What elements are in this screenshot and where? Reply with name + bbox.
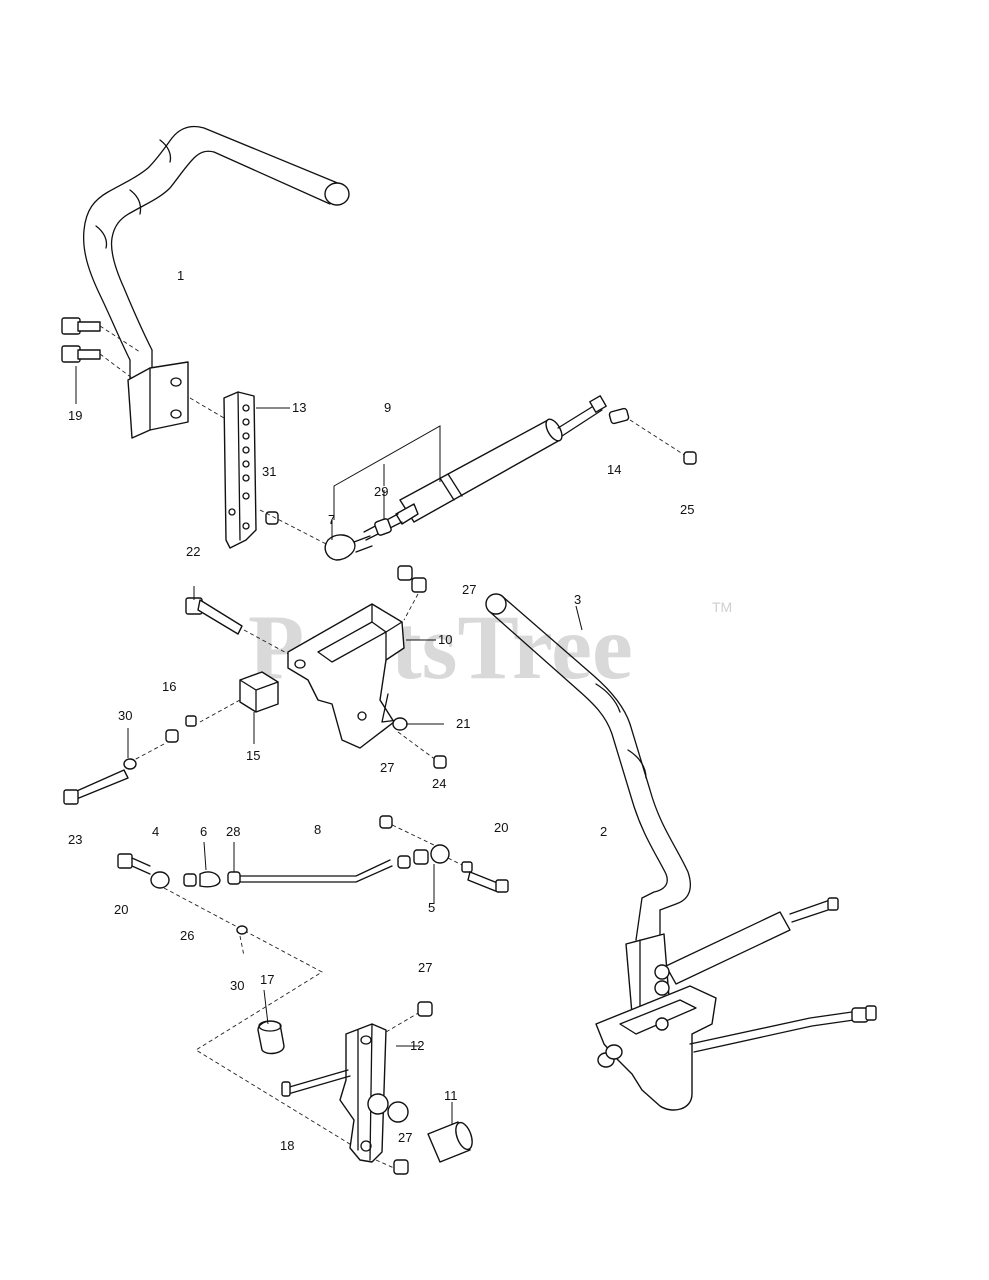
- callout-24: 24: [432, 776, 446, 791]
- callout-5: 5: [428, 900, 435, 915]
- callout-31: 31: [262, 464, 276, 479]
- callout-10: 10: [438, 632, 452, 647]
- part-15-block[interactable]: [199, 671, 279, 723]
- callout-27-lower: 27: [418, 960, 432, 975]
- callout-18: 18: [280, 1138, 294, 1153]
- callout-30-lower: 30: [230, 978, 244, 993]
- part-2-right-assembly[interactable]: [595, 897, 877, 1111]
- callout-16: 16: [162, 679, 176, 694]
- part-11-sleeve[interactable]: [387, 1101, 475, 1163]
- part-8-link-rod[interactable]: [117, 815, 509, 893]
- part-18-lever-bracket[interactable]: [281, 1001, 433, 1175]
- assembly-lines: [163, 887, 377, 1161]
- callout-15: 15: [246, 748, 260, 763]
- trademark-mark: TM: [712, 599, 732, 615]
- part-9-damper[interactable]: [324, 395, 607, 561]
- callout-25: 25: [680, 502, 694, 517]
- callout-3: 3: [574, 592, 581, 607]
- part-19-bolts[interactable]: [61, 317, 141, 379]
- callout-27-bottom: 27: [398, 1130, 412, 1145]
- callout-11: 11: [444, 1088, 458, 1103]
- callout-1: 1: [177, 268, 184, 283]
- callout-6: 6: [200, 824, 207, 839]
- callout-22: 22: [186, 544, 200, 559]
- part-14-rod-end[interactable]: [608, 407, 697, 465]
- callout-26: 26: [180, 928, 194, 943]
- callout-19: 19: [68, 408, 82, 423]
- part-13-adjust-bracket[interactable]: [189, 391, 257, 549]
- part-10-mount-bracket[interactable]: [287, 565, 447, 769]
- callout-12: 12: [410, 1038, 424, 1053]
- callout-20-left: 20: [114, 902, 128, 917]
- callout-28: 28: [226, 824, 240, 839]
- leader-lines: [75, 366, 583, 1124]
- part-22-bolt[interactable]: [185, 597, 293, 657]
- part-23-bolt[interactable]: [63, 715, 197, 805]
- callout-13: 13: [292, 400, 306, 415]
- callout-29: 29: [374, 484, 388, 499]
- callout-27-mid: 27: [380, 760, 394, 775]
- callout-23: 23: [68, 832, 82, 847]
- callout-14: 14: [607, 462, 621, 477]
- callout-4: 4: [152, 824, 159, 839]
- part-1-control-handle[interactable]: [82, 125, 350, 439]
- part-17-bushing[interactable]: [257, 1020, 285, 1055]
- callout-7: 7: [328, 512, 335, 527]
- callout-numbers: 1 19 13 9 31 14 29 25 7 22 27 3 10 16 30…: [68, 268, 694, 1153]
- callout-21: 21: [456, 716, 470, 731]
- callout-20-right: 20: [494, 820, 508, 835]
- callout-8: 8: [314, 822, 321, 837]
- callout-30-upper: 30: [118, 708, 132, 723]
- callout-9: 9: [384, 400, 391, 415]
- part-30-washer[interactable]: [236, 925, 248, 935]
- part-31-nut[interactable]: [259, 509, 331, 547]
- callout-17: 17: [260, 972, 274, 987]
- callout-27-top: 27: [462, 582, 476, 597]
- callout-2: 2: [600, 824, 607, 839]
